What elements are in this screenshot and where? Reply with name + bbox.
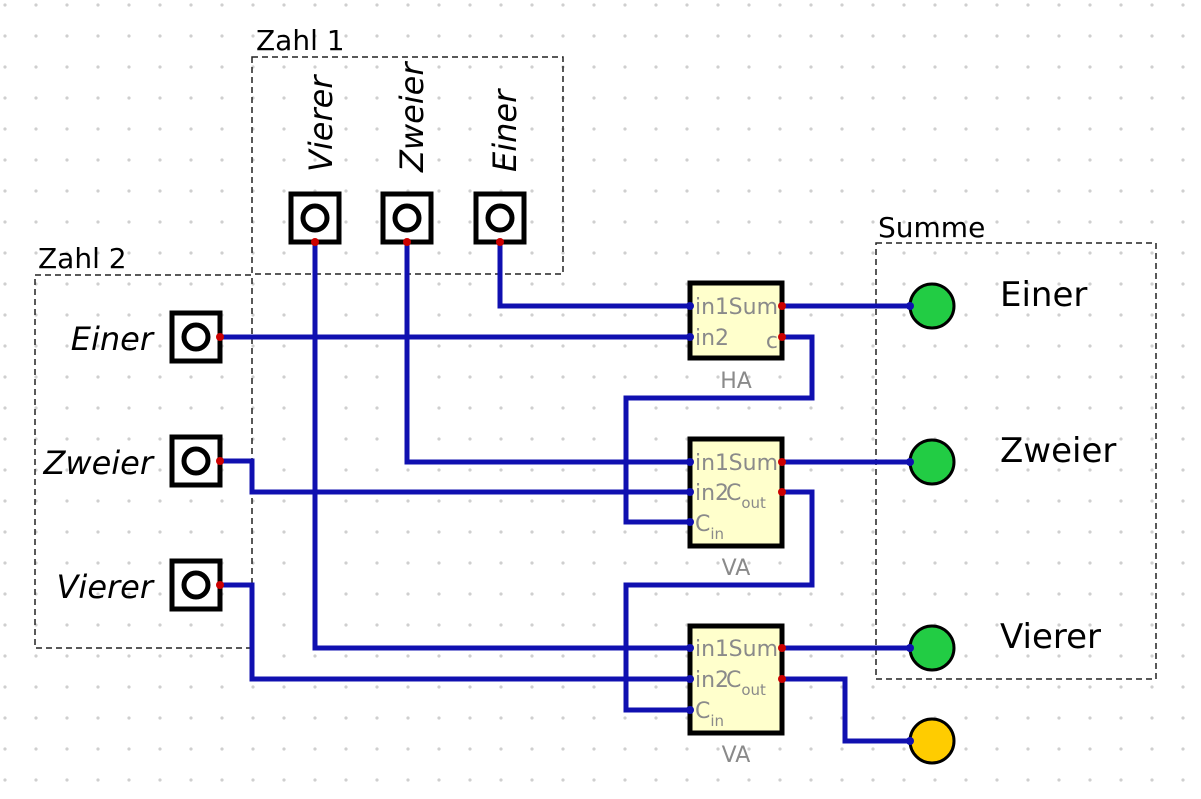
ha-pin-carry: c (766, 329, 778, 354)
wire-va2-cout[interactable] (782, 676, 910, 744)
input-z1-einer[interactable]: Einer (473, 88, 527, 246)
component-ha-body[interactable] (687, 280, 785, 361)
wires (220, 242, 910, 744)
va2-pin-in1: in1 (695, 637, 729, 662)
pin-dot (778, 675, 786, 683)
pin-dot (686, 644, 694, 652)
ha-pin-in2: in2 (695, 326, 729, 351)
pin-dot (496, 238, 504, 246)
input-label-z2-einer: Einer (71, 320, 155, 358)
ha-pin-in1: in1 (695, 295, 729, 320)
pin-dot (778, 458, 786, 466)
input-button-frame[interactable] (380, 191, 434, 245)
pin-dot (311, 238, 319, 246)
input-button-frame[interactable] (473, 191, 527, 245)
output-carry[interactable] (906, 717, 956, 765)
output-einer[interactable]: Einer (906, 275, 1087, 330)
pin-dot (686, 302, 694, 310)
wire-z1-vierer[interactable] (312, 242, 690, 651)
va2-pin-sum: Sum (729, 637, 778, 662)
input-label-z2-zweier: Zweier (42, 444, 154, 482)
wire-va1-cout[interactable] (623, 489, 815, 713)
pin-dot (778, 488, 786, 496)
output-lamp-einer[interactable] (908, 282, 956, 330)
ha-pin-sum: Sum (729, 295, 778, 320)
wire-z1-zweier[interactable] (404, 242, 690, 465)
pin-dot (686, 333, 694, 341)
pin-dot (906, 302, 914, 310)
input-button-frame[interactable] (169, 310, 223, 364)
wire-z2-vierer[interactable] (220, 582, 690, 682)
pin-dot (778, 333, 786, 341)
input-label-z1-einer: Einer (486, 88, 524, 172)
pin-dot (906, 644, 914, 652)
group-summe-title: Summe (878, 211, 985, 244)
wire-ha-carry[interactable] (623, 334, 815, 525)
input-z2-vierer[interactable]: Vierer (57, 558, 224, 612)
output-lamp-carry[interactable] (908, 717, 956, 765)
va1-pin-cout: Cout (726, 481, 766, 512)
pin-dot (906, 458, 914, 466)
input-button-knob[interactable] (485, 203, 515, 233)
pin-dot (906, 737, 914, 745)
ha-name: HA (720, 369, 752, 394)
wire-z1-einer[interactable] (497, 242, 690, 309)
input-button-frame[interactable] (288, 191, 342, 245)
va1-pin-in1: in1 (695, 451, 729, 476)
group-zahl1-title: Zahl 1 (256, 24, 345, 57)
input-label-z1-vierer: Vierer (302, 74, 340, 172)
pin-dot (216, 333, 224, 341)
pin-dot (403, 238, 411, 246)
va2-name: VA (722, 743, 751, 768)
output-label-vierer: Vierer (1000, 617, 1101, 657)
output-lamp-vierer[interactable] (908, 624, 956, 672)
pin-dot (686, 518, 694, 526)
pin-dot (216, 457, 224, 465)
output-lamp-zweier[interactable] (908, 438, 956, 486)
input-button-knob[interactable] (300, 203, 330, 233)
input-button-knob[interactable] (392, 203, 422, 233)
va1-pin-sum: Sum (729, 451, 778, 476)
va2-pin-cout: Cout (726, 668, 766, 699)
va1-name: VA (722, 556, 751, 581)
input-z2-einer[interactable]: Einer (71, 310, 224, 364)
group-summe: Summe (875, 211, 1157, 680)
input-button-frame[interactable] (169, 434, 223, 488)
component-va-2[interactable]: in1 in2 Cin Sum Cout VA (686, 623, 786, 768)
input-button-knob[interactable] (181, 570, 211, 600)
va1-pin-in2: in2 (695, 481, 729, 506)
input-z1-zweier[interactable]: Zweier (380, 61, 434, 246)
component-va-1[interactable]: in1 in2 Cin Sum Cout VA (686, 436, 786, 581)
pin-dot (778, 644, 786, 652)
pin-dot (686, 706, 694, 714)
pin-dot (216, 581, 224, 589)
va2-pin-in2: in2 (695, 668, 729, 693)
input-button-knob[interactable] (181, 322, 211, 352)
input-z2-zweier[interactable]: Zweier (42, 434, 224, 488)
va1-pin-cin: Cin (695, 512, 724, 543)
input-label-z1-zweier: Zweier (393, 61, 431, 173)
va2-pin-cin: Cin (695, 699, 724, 730)
input-z1-vierer[interactable]: Vierer (288, 74, 342, 246)
pin-dot (686, 675, 694, 683)
component-ha[interactable]: in1 in2 Sum c HA (686, 280, 786, 394)
pin-dot (686, 488, 694, 496)
output-vierer[interactable]: Vierer (906, 617, 1101, 672)
input-button-frame[interactable] (169, 558, 223, 612)
pin-dot (686, 458, 694, 466)
group-zahl2-title: Zahl 2 (38, 242, 127, 275)
pin-dot (778, 302, 786, 310)
input-label-z2-vierer: Vierer (57, 568, 155, 606)
wire-z2-zweier[interactable] (220, 458, 690, 495)
output-zweier[interactable]: Zweier (906, 431, 1116, 486)
output-label-zweier: Zweier (1000, 431, 1116, 471)
input-button-knob[interactable] (181, 446, 211, 476)
component-va-2-body[interactable] (687, 623, 785, 736)
group-zahl1: Zahl 1 (251, 24, 564, 275)
output-label-einer: Einer (1000, 275, 1087, 315)
component-va-1-body[interactable] (687, 436, 785, 549)
